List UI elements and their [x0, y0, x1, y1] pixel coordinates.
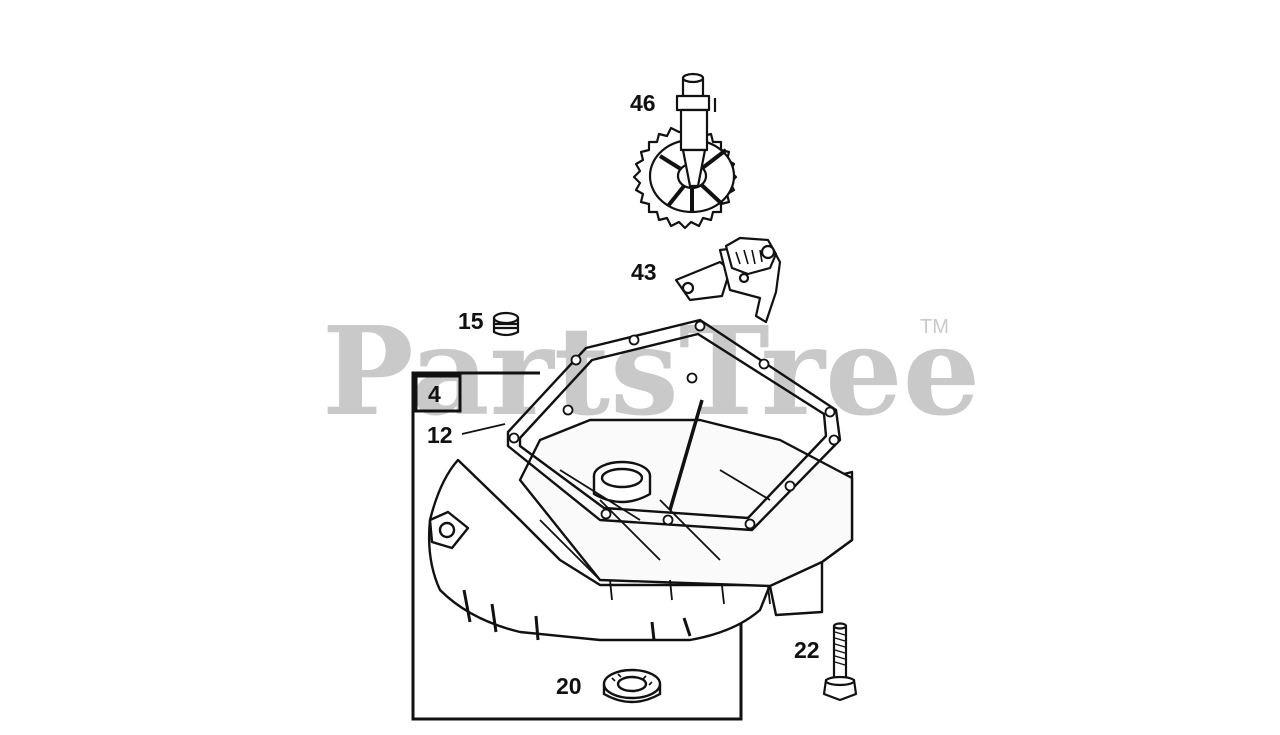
assembly-frame	[411, 371, 743, 721]
gasket-leader-line	[461, 423, 506, 435]
callout-4: 4	[428, 381, 441, 407]
bolt-part	[822, 622, 858, 702]
assembly-label-box	[414, 374, 462, 413]
watermark-trademark: TM	[920, 316, 949, 338]
callout-46: 46	[630, 90, 656, 116]
governor-part	[674, 236, 782, 324]
callout-20: 20	[556, 673, 582, 699]
sump-cover-part	[427, 399, 854, 642]
cam-gear-part	[632, 72, 738, 230]
callout-12: 12	[427, 422, 453, 448]
callout-22: 22	[794, 637, 820, 663]
oil-seal-part	[602, 668, 662, 704]
callout-43: 43	[631, 259, 657, 285]
plug-part	[492, 311, 520, 337]
callout-15: 15	[458, 308, 484, 334]
gasket-part	[506, 318, 842, 532]
